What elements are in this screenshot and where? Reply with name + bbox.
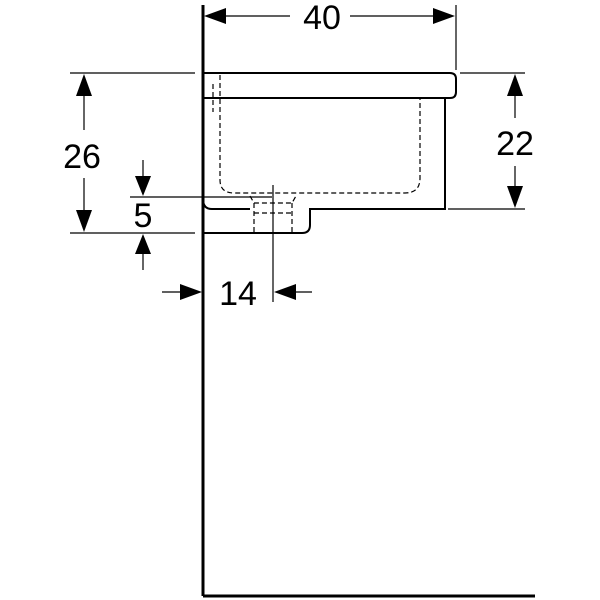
dim-22-label: 22 xyxy=(496,125,534,163)
dim-14-label: 14 xyxy=(219,275,257,313)
dim-22-arrow-top xyxy=(507,74,523,96)
dim-5-arrow-bottom xyxy=(135,234,151,254)
dim-22-arrow-bottom xyxy=(507,186,523,208)
dim-14-arrow-right xyxy=(274,284,296,300)
dim-40-arrow-right xyxy=(433,8,455,24)
dim-5-label: 5 xyxy=(134,197,153,235)
bowl-hidden-line xyxy=(219,75,421,194)
dim-5-arrow-top xyxy=(135,176,151,196)
dim-26-arrow-bottom xyxy=(76,210,92,232)
dim-26-label: 26 xyxy=(63,138,101,176)
basin-bottom-left xyxy=(202,198,250,210)
dim-40-arrow-left xyxy=(204,8,226,24)
dim-26-arrow-top xyxy=(76,74,92,96)
basin-outline xyxy=(203,72,457,234)
dim-14-arrow-left xyxy=(180,284,202,300)
dim-40-label: 40 xyxy=(303,0,341,37)
